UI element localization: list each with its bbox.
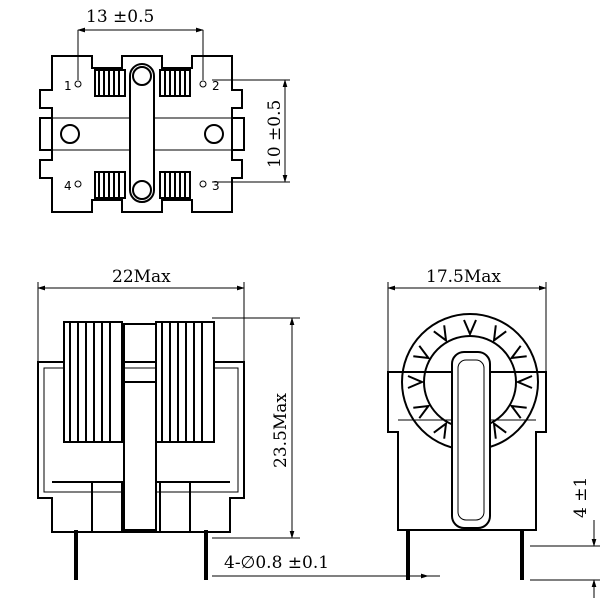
pin-diameter-label: 4-∅0.8 ±0.1	[224, 553, 329, 573]
top-height-label: 10 ±0.5	[265, 100, 285, 168]
top-width-dimension: 13 ±0.5	[77, 7, 204, 80]
side-view: 17.5Max	[387, 267, 600, 598]
top-height-dimension: 10 ±0.5	[212, 79, 290, 183]
pin-label-2: 2	[212, 79, 220, 93]
top-core	[129, 63, 155, 203]
pin-label-1: 1	[64, 79, 72, 93]
front-width-label: 22Max	[112, 267, 171, 287]
mount-hole-left	[60, 124, 80, 144]
top-view: 13 ±0.5 10 ±0.5	[39, 7, 290, 213]
side-width-dimension: 17.5Max	[387, 267, 547, 372]
pin-length-label: 4 ±1	[571, 477, 591, 518]
front-width-dimension: 22Max	[37, 267, 245, 368]
mount-hole-right	[204, 124, 224, 144]
side-core	[451, 351, 491, 529]
side-width-label: 17.5Max	[426, 267, 501, 287]
top-winding-lower	[94, 171, 191, 199]
pin-label-3: 3	[212, 179, 220, 193]
front-coils	[63, 321, 215, 443]
front-height-label: 23.5Max	[271, 393, 291, 468]
top-width-label: 13 ±0.5	[86, 7, 154, 27]
front-view: 22Max 23.5Max	[37, 267, 440, 580]
pin-length-dimension: 4 ±1	[530, 477, 600, 598]
pin-label-4: 4	[64, 179, 72, 193]
front-core	[123, 381, 157, 531]
top-winding-upper	[94, 69, 191, 97]
front-height-dimension: 23.5Max	[212, 317, 300, 539]
toroid-teeth	[407, 319, 533, 439]
